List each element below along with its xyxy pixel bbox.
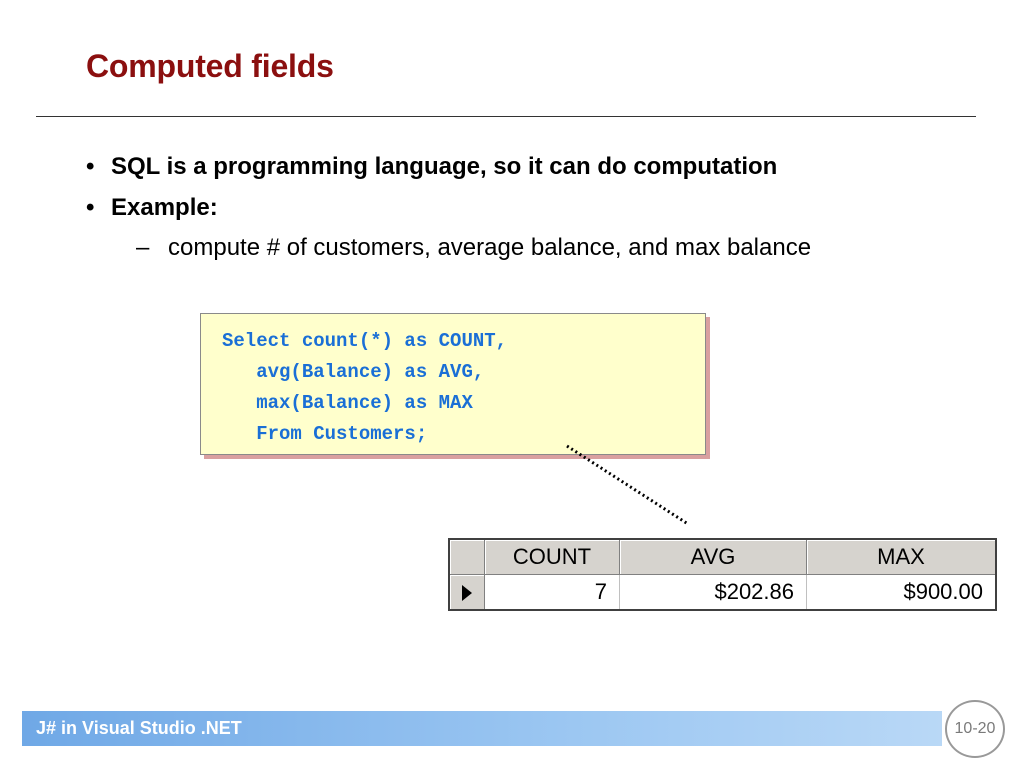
page-number-badge: 10-20 — [945, 700, 1005, 758]
bullet-list: • SQL is a programming language, so it c… — [86, 146, 986, 268]
sub-bullet-text: compute # of customers, average balance,… — [168, 234, 812, 261]
column-header-max[interactable]: MAX — [806, 539, 997, 575]
title-divider — [36, 116, 976, 117]
cell-avg[interactable]: $202.86 — [619, 574, 807, 611]
bullet-item: • SQL is a programming language, so it c… — [86, 146, 986, 187]
sql-code: Select count(*) as COUNT, avg(Balance) a… — [222, 330, 508, 445]
column-header-count[interactable]: COUNT — [484, 539, 620, 575]
bullet-dot-icon: • — [86, 193, 95, 221]
grid-corner-cell — [449, 539, 485, 575]
bullet-text: SQL is a programming language, so it can… — [111, 152, 778, 180]
current-row-arrow-icon — [462, 585, 472, 602]
cell-max[interactable]: $900.00 — [806, 574, 997, 611]
sub-bullet-item: – compute # of customers, average balanc… — [86, 228, 986, 268]
sql-code-box: Select count(*) as COUNT, avg(Balance) a… — [200, 313, 706, 455]
row-selector[interactable] — [449, 574, 485, 611]
footer-bar: J# in Visual Studio .NET — [22, 711, 942, 746]
query-result-grid: COUNT AVG MAX 7 $202.86 $900.00 — [448, 538, 997, 611]
cell-count[interactable]: 7 — [484, 574, 620, 611]
bullet-item: • Example: — [86, 187, 986, 228]
footer-text: J# in Visual Studio .NET — [36, 718, 242, 738]
bullet-text: Example: — [111, 193, 218, 221]
slide-title: Computed fields — [86, 48, 334, 84]
bullet-dot-icon: • — [86, 152, 95, 180]
table-row[interactable]: 7 $202.86 $900.00 — [449, 574, 997, 611]
column-header-avg[interactable]: AVG — [619, 539, 807, 575]
grid-header-row: COUNT AVG MAX — [449, 539, 997, 575]
sub-bullet-dash-icon: – — [136, 234, 150, 261]
